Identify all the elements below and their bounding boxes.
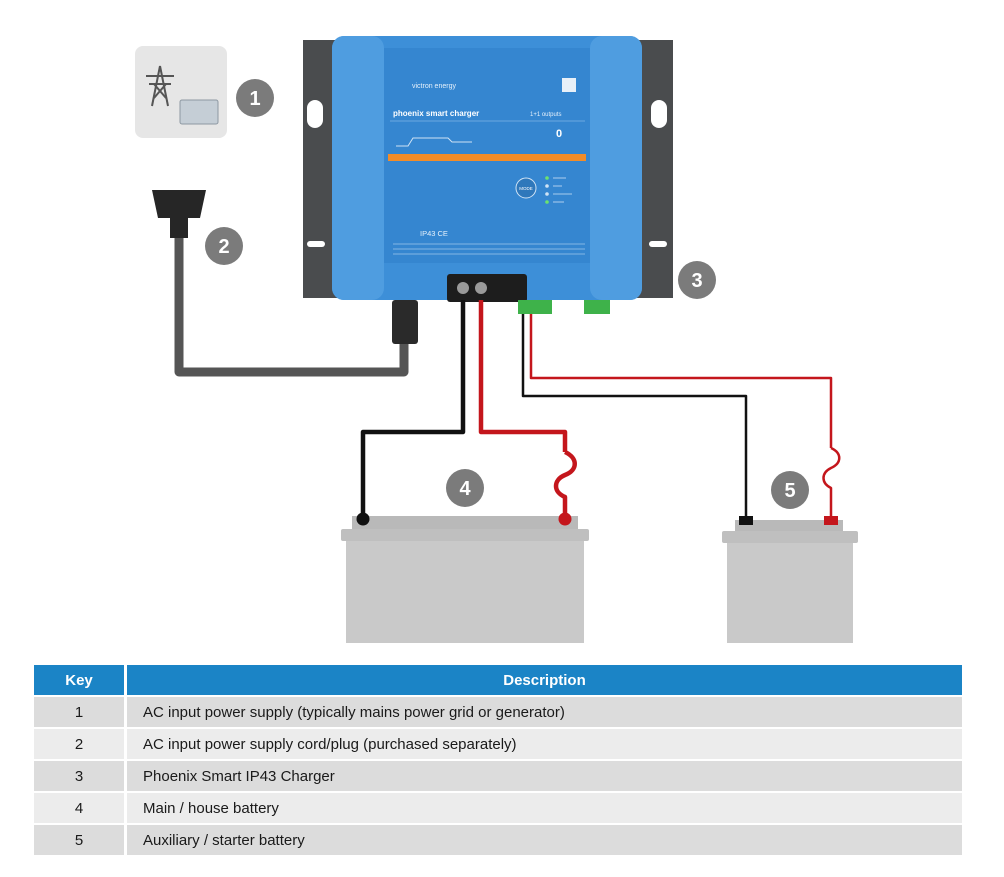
callout-3-label: 3 — [691, 270, 702, 292]
table-row: 3 Phoenix Smart IP43 Charger — [34, 759, 962, 792]
description-cell: AC input power supply cord/plug (purchas… — [125, 727, 962, 760]
key-cell: 1 — [34, 695, 127, 728]
description-cell: Auxiliary / starter battery — [125, 823, 962, 855]
status-leds — [545, 176, 572, 204]
outputs-label: 1+1 outputs — [530, 112, 562, 118]
aux-terminal-left — [518, 300, 552, 314]
aux-negative-wire — [521, 314, 748, 519]
warning-text-lines — [393, 243, 585, 255]
label-strip — [388, 154, 586, 161]
ac-power-supply: 1 — [135, 46, 274, 138]
key-cell: 4 — [34, 791, 127, 824]
main-positive-wire — [478, 300, 568, 452]
aux-battery: 5 — [722, 471, 858, 643]
table-row: 2 AC input power supply cord/plug (purch… — [34, 727, 962, 760]
main-fuse — [553, 449, 577, 516]
key-table-header: Key Description — [34, 665, 962, 696]
brand-label: victron energy — [412, 83, 456, 90]
callout-5 — [771, 471, 809, 509]
mount-slot-left — [307, 100, 323, 128]
main-battery: 4 — [341, 469, 589, 643]
callout-4 — [446, 469, 484, 507]
charge-curve-icon — [396, 137, 472, 147]
callout-2 — [205, 227, 243, 265]
main-negative-wire — [360, 300, 466, 516]
callout-4-label: 4 — [459, 478, 471, 500]
aux-battery-negative-terminal — [739, 516, 753, 525]
callout-3 — [678, 261, 716, 299]
table-row: 5 Auxiliary / starter battery — [34, 823, 962, 855]
qr-code-icon — [562, 78, 576, 92]
mode-button[interactable] — [515, 177, 537, 199]
pylon-icon — [146, 65, 174, 107]
description-column-header: Description — [125, 665, 962, 696]
main-battery-positive-terminal — [558, 512, 572, 526]
aux-fuse — [822, 446, 841, 519]
phoenix-charger: victron energy phoenix smart charger 1+1… — [303, 36, 716, 314]
mount-slot-right — [651, 100, 667, 128]
aux-positive-wire — [529, 314, 833, 448]
mode-button-label: MODE — [519, 186, 533, 191]
ac-plug-cord: 2 — [152, 190, 418, 377]
key-cell: 3 — [34, 759, 127, 792]
table-row: 1 AC input power supply (typically mains… — [34, 695, 962, 728]
wiring-diagram: 1 2 victron energy phoenix smart charger… — [135, 36, 858, 643]
callout-1-label: 1 — [249, 88, 260, 110]
certification-label: IP43 CE — [420, 229, 448, 238]
generator-icon — [179, 99, 219, 125]
description-cell: Main / house battery — [125, 791, 962, 824]
wiring — [360, 300, 841, 519]
description-cell: AC input power supply (typically mains p… — [125, 695, 962, 728]
key-column-header: Key — [34, 665, 127, 696]
callout-5-label: 5 — [784, 480, 795, 502]
key-cell: 5 — [34, 823, 127, 855]
description-cell: Phoenix Smart IP43 Charger — [125, 759, 962, 792]
callout-2-label: 2 — [218, 236, 229, 258]
callout-1 — [236, 79, 274, 117]
main-battery-negative-terminal — [356, 512, 370, 526]
table-row: 4 Main / house battery — [34, 791, 962, 824]
display-value: 0 — [556, 128, 562, 140]
model-label: phoenix smart charger — [393, 109, 479, 118]
key-table: Key Description 1 AC input power supply … — [34, 665, 962, 855]
aux-terminal-right — [584, 300, 610, 314]
aux-battery-positive-terminal — [824, 516, 838, 525]
key-cell: 2 — [34, 727, 127, 760]
